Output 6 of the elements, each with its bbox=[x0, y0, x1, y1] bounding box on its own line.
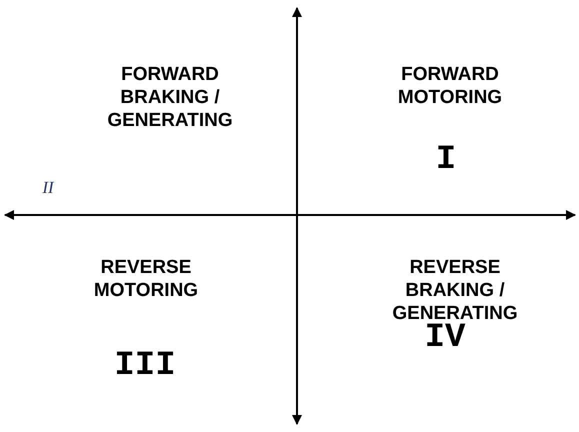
quadrant-label: FORWARD BRAKING / GENERATING bbox=[106, 63, 234, 132]
quadrant-numeral: II bbox=[42, 178, 54, 198]
quadrant-label: FORWARD MOTORING bbox=[396, 63, 504, 109]
quadrant-numeral: III bbox=[114, 348, 176, 384]
quadrant-label: REVERSE MOTORING bbox=[92, 256, 200, 302]
quadrant-numeral: I bbox=[436, 142, 456, 178]
